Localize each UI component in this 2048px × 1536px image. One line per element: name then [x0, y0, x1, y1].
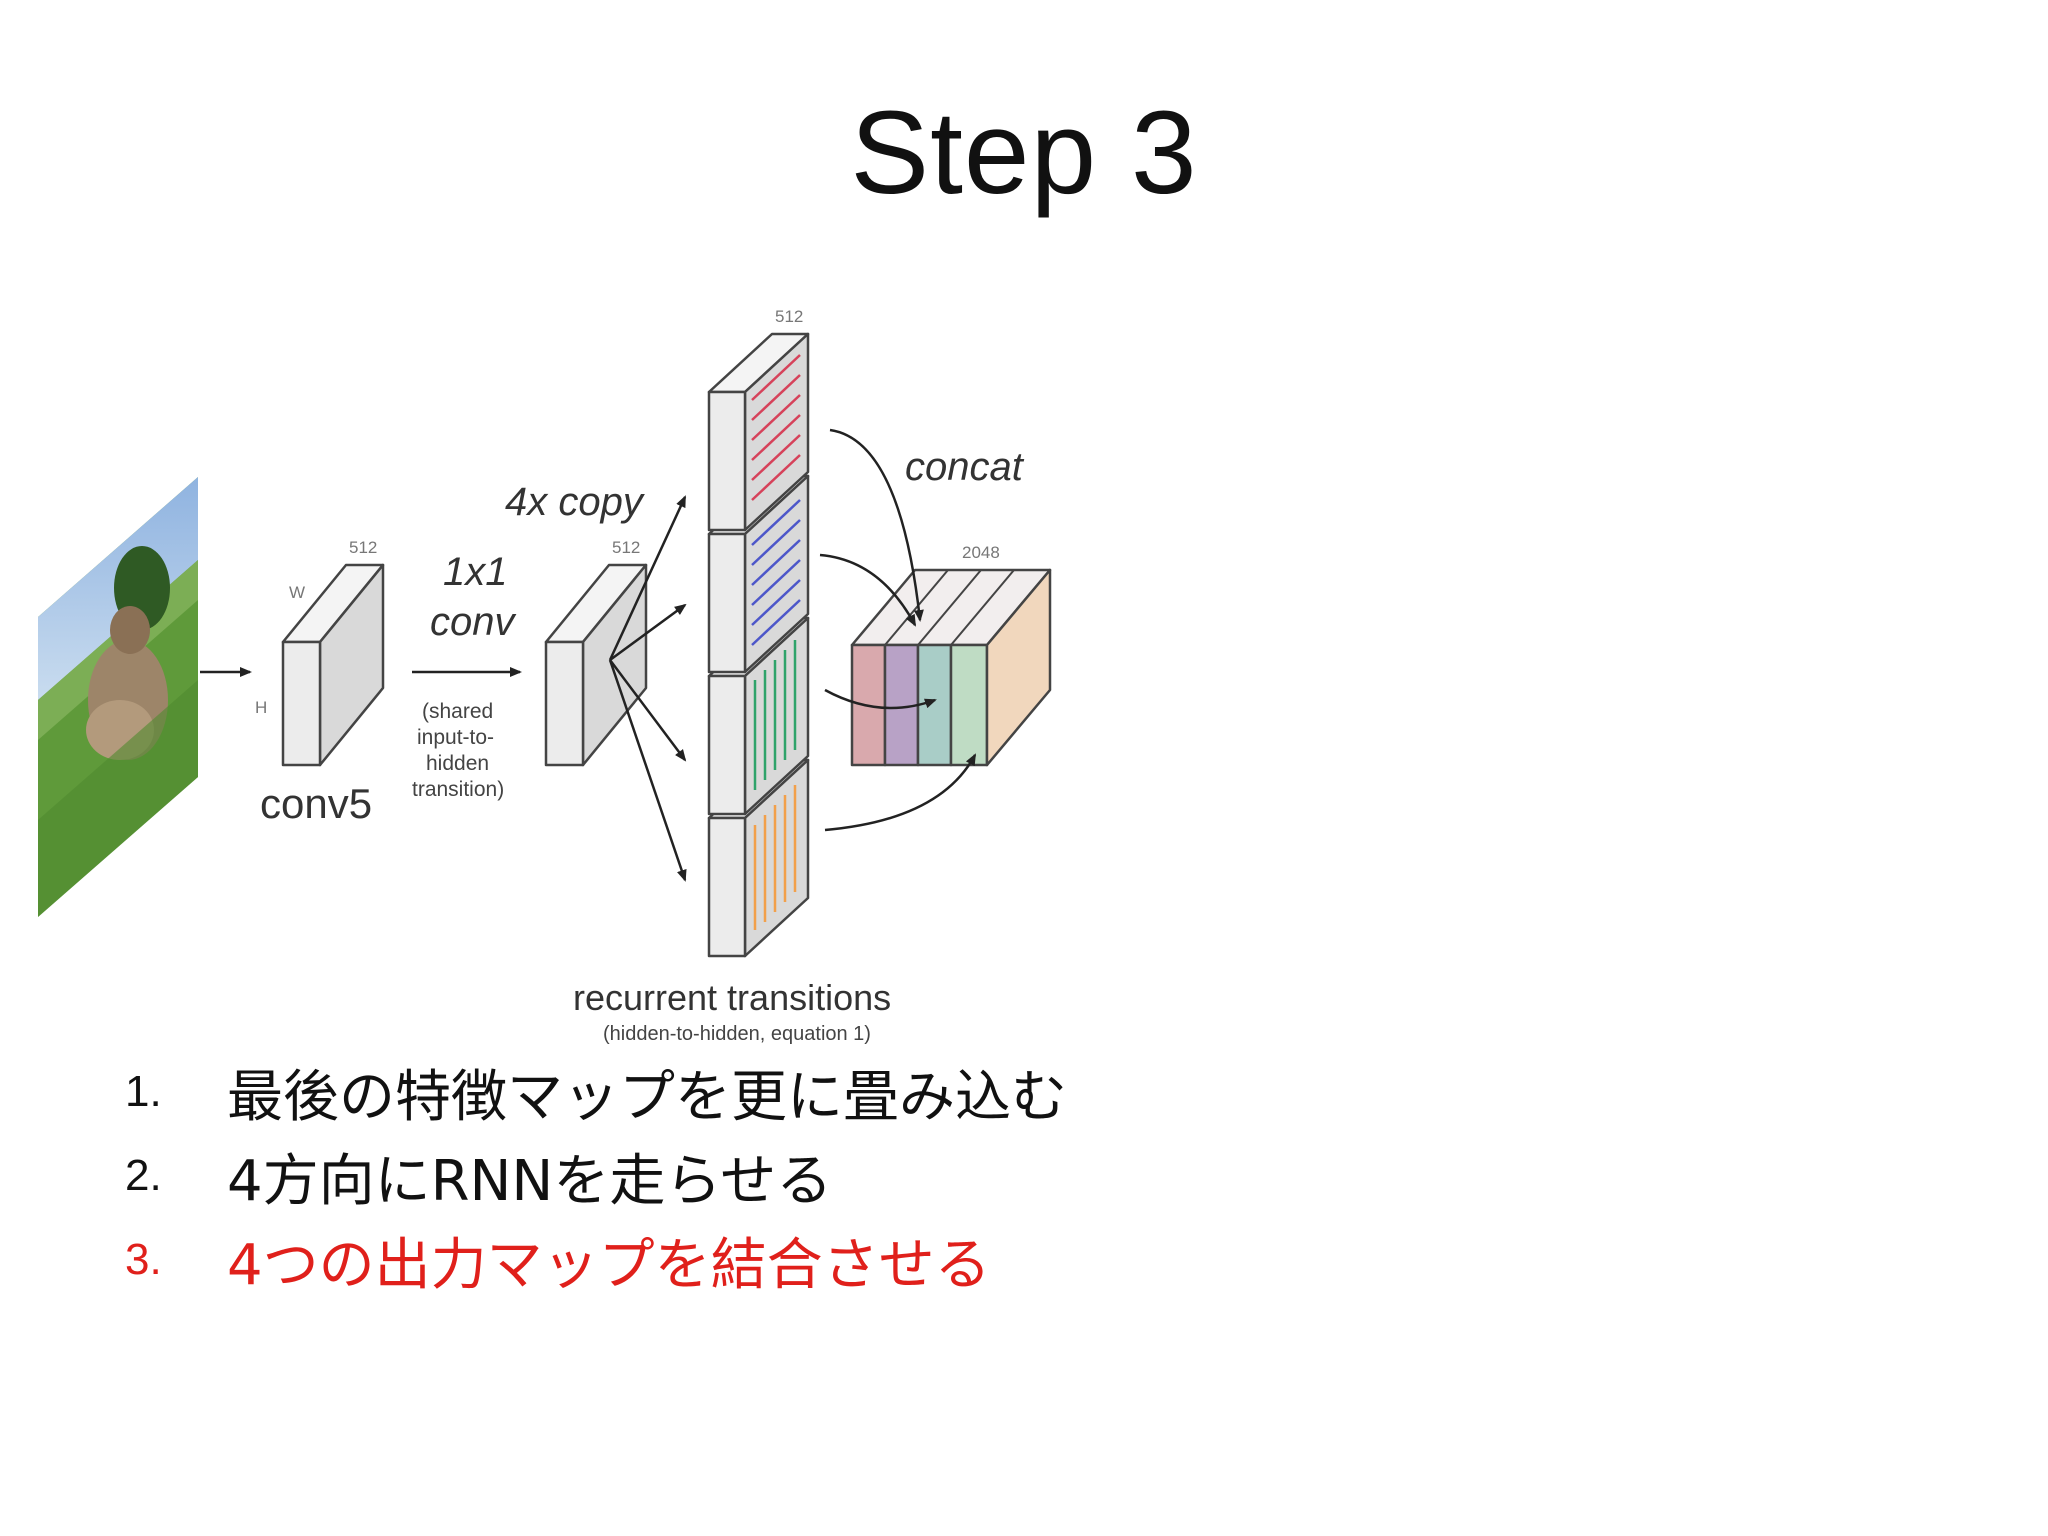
conv1x1-label-2: conv: [430, 600, 516, 644]
concat-dim-label: 2048: [962, 543, 1000, 562]
step-item-2: 2. 4方向にRNNを走らせる: [125, 1134, 1067, 1218]
recurrent-sublabel: (hidden-to-hidden, equation 1): [603, 1023, 871, 1045]
stack-dim-label: 512: [775, 307, 803, 326]
step-text: 4つの出力マップを結合させる: [227, 1232, 991, 1298]
copy-dim-label: 512: [612, 538, 640, 557]
svg-text:transition): transition): [412, 778, 504, 801]
conv5-dim-label: 512: [349, 538, 377, 557]
copy-arrows: [608, 495, 687, 882]
step-item-1: 1. 最後の特徴マップを更に畳み込む: [125, 1050, 1067, 1134]
h-label: H: [255, 698, 267, 717]
rnn-block-left: [707, 474, 810, 674]
conv5-block: [281, 563, 385, 767]
copy-block: [544, 563, 648, 767]
conv1x1-label-1: 1x1: [443, 550, 508, 594]
copy-label: 4x copy: [505, 480, 646, 524]
concat-arrows: [819, 428, 977, 832]
recurrent-label: recurrent transitions: [573, 977, 891, 1018]
rnn-architecture-diagram: W H 512 conv5 1x1 conv (shared input-to-…: [38, 307, 1052, 1045]
w-label: W: [289, 583, 305, 602]
svg-text:input-to-: input-to-: [417, 726, 494, 749]
concat-block: [850, 568, 1052, 767]
step-number: 1.: [125, 1067, 162, 1116]
svg-text:(shared: (shared: [422, 700, 493, 723]
shared-transition-note: (shared input-to- hidden transition): [412, 700, 504, 801]
rnn-block-right: [707, 332, 810, 532]
conv5-label: conv5: [260, 780, 372, 827]
recurrent-stack: [707, 332, 810, 958]
concat-label: concat: [905, 445, 1025, 489]
steps-list: 1. 最後の特徴マップを更に畳み込む 2. 4方向にRNNを走らせる 3. 4つ…: [125, 1050, 1067, 1302]
step-text: 最後の特徴マップを更に畳み込む: [227, 1064, 1067, 1130]
input-image: [38, 477, 198, 917]
step-number: 2.: [125, 1151, 162, 1200]
svg-text:hidden: hidden: [426, 752, 489, 775]
step-item-3: 3. 4つの出力マップを結合させる: [125, 1218, 1067, 1302]
slide-title: Step 3: [850, 87, 1198, 219]
step-number: 3.: [125, 1235, 162, 1284]
step-text: 4方向にRNNを走らせる: [227, 1148, 833, 1214]
